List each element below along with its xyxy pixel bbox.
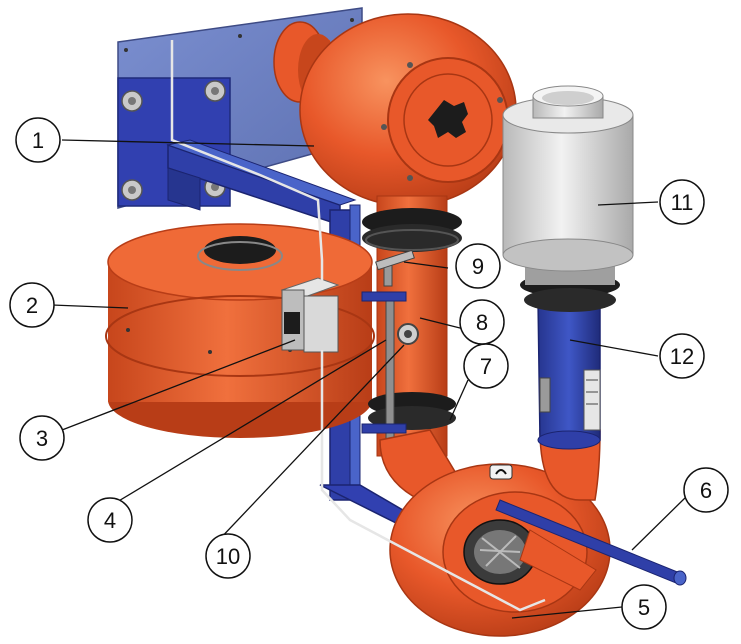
- callout-7: 7: [463, 343, 509, 389]
- callout-9: 9: [455, 243, 501, 289]
- upper-fan-housing: [273, 13, 517, 207]
- callout-10: 10: [205, 533, 251, 579]
- motor: [463, 519, 597, 591]
- callout-4: 4: [87, 497, 133, 543]
- tank: [105, 223, 375, 438]
- callout-11: 11: [659, 179, 705, 225]
- callout-4-label: 4: [104, 508, 116, 533]
- handle-rod: [495, 499, 687, 586]
- callout-8: 8: [459, 299, 505, 345]
- callout-7-label: 7: [480, 354, 492, 379]
- air-filter: [502, 85, 634, 272]
- callout-1: 1: [15, 117, 61, 163]
- callout-8-label: 8: [476, 310, 488, 335]
- blue-duct: [537, 299, 601, 450]
- callout-12: 12: [659, 333, 705, 379]
- callout-2: 2: [9, 282, 55, 328]
- callout-6: 6: [683, 467, 729, 513]
- callout-5: 5: [621, 584, 667, 630]
- callout-1-label: 1: [32, 128, 44, 153]
- callout-11-label: 11: [671, 190, 694, 215]
- switch-box: [280, 277, 340, 353]
- callout-9-label: 9: [472, 254, 484, 279]
- callout-5-label: 5: [638, 595, 650, 620]
- valve: [361, 249, 419, 441]
- leader-lines: [51, 139, 688, 619]
- callout-2-label: 2: [26, 293, 38, 318]
- callout-3: 3: [19, 415, 65, 461]
- callout-3-label: 3: [36, 426, 48, 451]
- callout-6-label: 6: [700, 478, 712, 503]
- wiring: [170, 40, 546, 612]
- callout-10-label: 10: [216, 544, 240, 569]
- callout-12-label: 12: [670, 344, 694, 369]
